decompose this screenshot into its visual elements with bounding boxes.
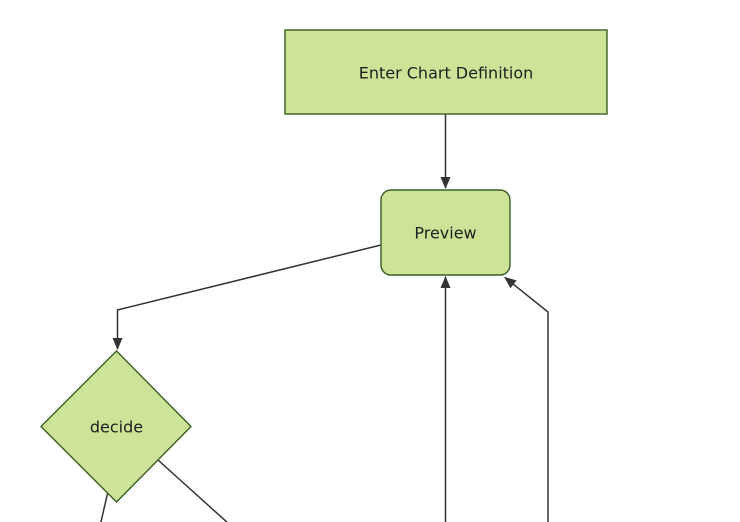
node-preview: Preview [380, 189, 511, 276]
node-enter-chart-definition-shape [284, 29, 608, 115]
node-enter-chart-definition: Enter Chart Definition [284, 29, 608, 115]
node-decide: decide [40, 350, 192, 503]
node-preview-label: Preview [414, 224, 476, 243]
edge-preview-to-decide [112, 244, 382, 350]
edge-offscreen-to-preview-corner [504, 276, 549, 522]
node-decide-shape [40, 350, 192, 503]
node-preview-shape [380, 189, 511, 276]
edge-decide-to-offscreen-left [100, 493, 109, 522]
node-decide-label: decide [90, 418, 143, 437]
node-enter-chart-definition-label: Enter Chart Definition [359, 64, 534, 83]
edge-decide-to-offscreen-right [157, 459, 228, 522]
